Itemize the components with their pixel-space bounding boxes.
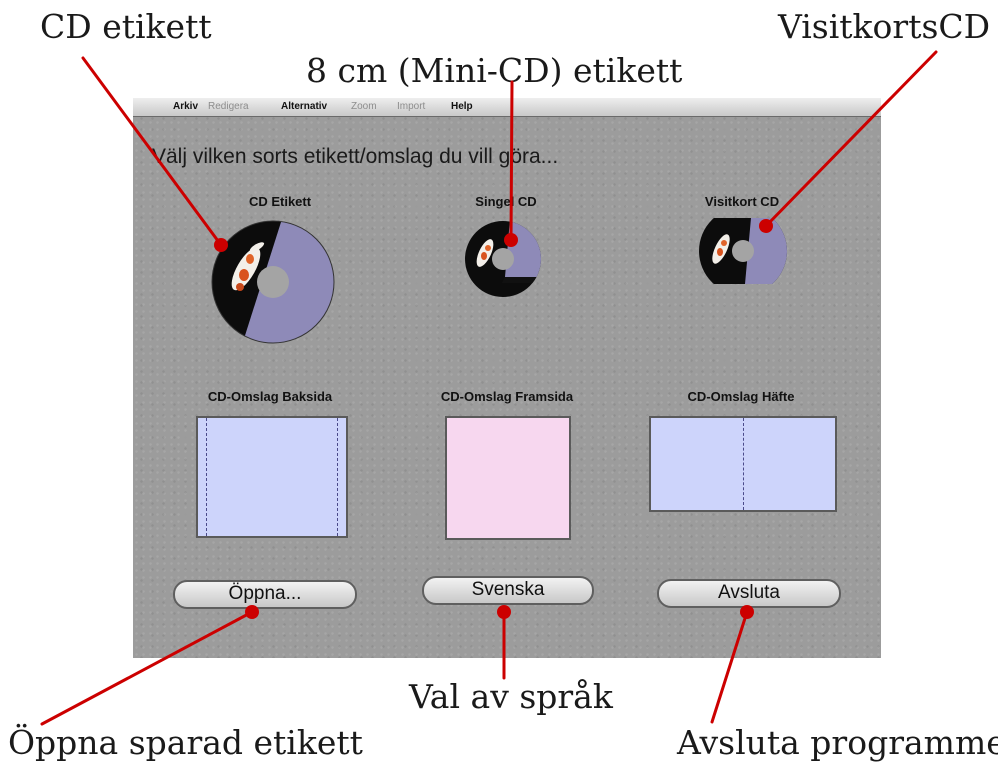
spine-fold-left [206, 418, 207, 536]
cd-label-icon[interactable] [210, 219, 336, 345]
prompt-text: Välj vilken sorts etikett/omslag du vill… [152, 145, 559, 168]
booklet-fold [743, 418, 744, 510]
cover-framsida[interactable] [445, 416, 571, 540]
language-button[interactable]: Svenska [422, 576, 594, 605]
callout-visitkort: VisitkortsCD [778, 7, 991, 46]
menu-zoom: Zoom [351, 101, 377, 112]
menu-redigera: Redigera [208, 101, 249, 112]
label-singel-cd: Singel CD [475, 194, 537, 209]
menu-help[interactable]: Help [451, 101, 473, 112]
cover-hafte[interactable] [649, 416, 837, 512]
visitkort-cd-icon[interactable] [697, 218, 789, 284]
label-omslag-hafte: CD-Omslag Häfte [687, 389, 795, 404]
callout-mini-cd: 8 cm (Mini-CD) etikett [306, 51, 683, 90]
singel-cd-icon[interactable] [463, 219, 543, 299]
menu-alternativ[interactable]: Alternativ [281, 101, 328, 112]
label-omslag-framsida: CD-Omslag Framsida [440, 389, 574, 404]
app-window: Arkiv Redigera Alternativ Zoom Import He… [133, 98, 881, 658]
callout-avsluta-programmet: Avsluta programmet [677, 723, 998, 762]
cover-baksida[interactable] [196, 416, 348, 538]
label-cd-etikett: CD Etikett [248, 194, 312, 209]
menu-import: Import [397, 101, 426, 112]
callout-oppna-sparad: Öppna sparad etikett [8, 723, 363, 762]
menu-bar: Arkiv Redigera Alternativ Zoom Import He… [133, 98, 881, 117]
callout-val-av-sprak: Val av språk [409, 677, 613, 716]
menu-arkiv[interactable]: Arkiv [173, 101, 199, 112]
callout-cd-etikett: CD etikett [40, 7, 212, 46]
spine-fold-right [337, 418, 338, 536]
label-omslag-baksida: CD-Omslag Baksida [207, 389, 333, 404]
quit-button[interactable]: Avsluta [657, 579, 841, 608]
open-button[interactable]: Öppna... [173, 580, 357, 609]
label-visitkort-cd: Visitkort CD [704, 194, 780, 209]
